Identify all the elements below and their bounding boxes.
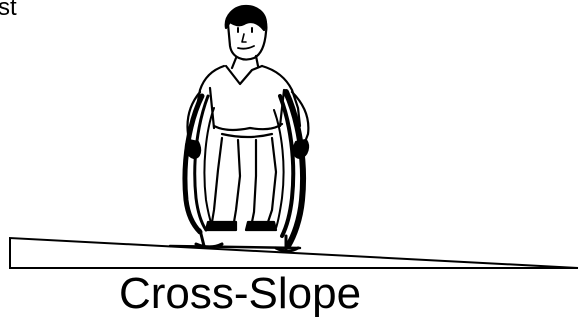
wedge-slope-icon	[10, 238, 578, 268]
wheelchair-user-icon	[170, 6, 308, 251]
diagram-caption: Cross-Slope	[0, 270, 480, 318]
